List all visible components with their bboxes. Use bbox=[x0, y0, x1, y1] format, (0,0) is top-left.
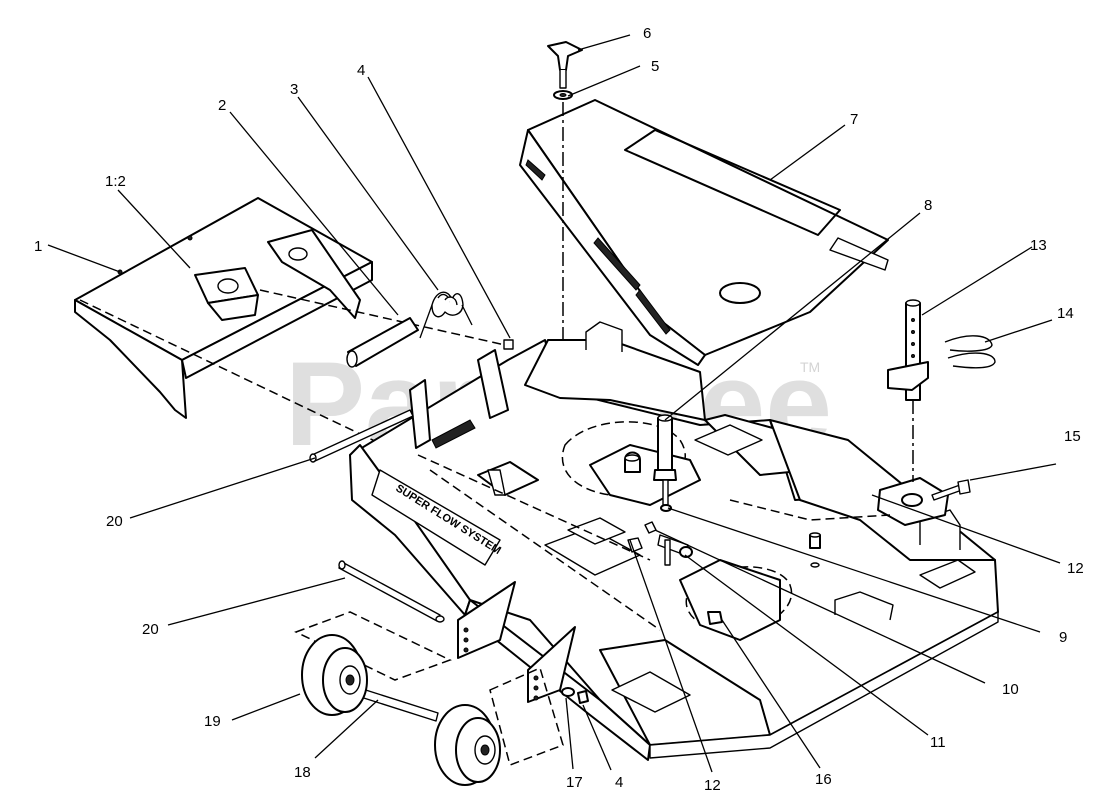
wheel-right bbox=[434, 704, 501, 786]
callout-12-bottom: 12 bbox=[704, 777, 721, 794]
hidden-line-deck-edge-b bbox=[429, 469, 661, 631]
knob bbox=[547, 41, 583, 89]
wheel-left bbox=[301, 634, 368, 716]
callout-5: 5 bbox=[651, 58, 659, 75]
watermark-tm: TM bbox=[800, 359, 820, 375]
hidden-line-wheel-left bbox=[294, 611, 452, 681]
callout-17: 17 bbox=[566, 774, 583, 791]
callout-13: 13 bbox=[1030, 237, 1047, 254]
deflector-hinge-brackets bbox=[194, 229, 361, 321]
nut-top bbox=[503, 339, 514, 350]
wheel-bracket-right bbox=[527, 626, 576, 703]
torsion-spring bbox=[419, 291, 473, 339]
callout-6: 6 bbox=[643, 25, 651, 42]
nut-16 bbox=[707, 611, 723, 625]
hidden-line-wheel-right bbox=[489, 666, 564, 766]
callout-20-bottom: 20 bbox=[142, 621, 159, 638]
hidden-line-deck-edge bbox=[417, 454, 651, 561]
nut-bottom bbox=[577, 690, 589, 704]
washer-17 bbox=[561, 687, 575, 697]
callout-15: 15 bbox=[1064, 428, 1081, 445]
callout-2: 2 bbox=[218, 97, 226, 114]
hidden-line-hinge-a bbox=[79, 299, 426, 466]
hidden-line-right-blade bbox=[685, 566, 793, 632]
callout-4-top: 4 bbox=[357, 62, 365, 79]
hidden-line-left-blade bbox=[561, 421, 686, 497]
height-pin bbox=[887, 299, 929, 401]
callout-9: 9 bbox=[1059, 629, 1067, 646]
rod-20-bottom bbox=[338, 560, 445, 623]
callout-19: 19 bbox=[204, 713, 221, 730]
callout-8: 8 bbox=[924, 197, 932, 214]
callout-1: 1 bbox=[34, 238, 42, 255]
callout-4-bottom: 4 bbox=[615, 774, 623, 791]
washer-nut-assembly bbox=[644, 504, 693, 566]
leader-lines bbox=[47, 34, 1061, 773]
callout-12-right: 12 bbox=[1067, 560, 1084, 577]
callout-16: 16 bbox=[815, 771, 832, 788]
callouts: 1 1:2 2 3 4 6 5 7 8 13 14 15 12 9 10 11 … bbox=[34, 25, 1084, 794]
callout-7: 7 bbox=[850, 111, 858, 128]
bolt-12-center bbox=[627, 537, 643, 553]
hinge-rod bbox=[346, 317, 419, 368]
callout-20-top: 20 bbox=[106, 513, 123, 530]
callout-11: 11 bbox=[930, 734, 946, 751]
bolt-15 bbox=[931, 479, 971, 501]
callout-14: 14 bbox=[1057, 305, 1074, 322]
callout-18: 18 bbox=[294, 764, 311, 781]
spacer-right bbox=[809, 532, 821, 568]
callout-3: 3 bbox=[290, 81, 298, 98]
wheel-bracket-left bbox=[457, 581, 516, 659]
hair-pin-clips bbox=[944, 335, 996, 369]
deck-cover bbox=[519, 99, 889, 366]
callout-10: 10 bbox=[1002, 681, 1019, 698]
callout-1-2: 1:2 bbox=[105, 173, 126, 190]
